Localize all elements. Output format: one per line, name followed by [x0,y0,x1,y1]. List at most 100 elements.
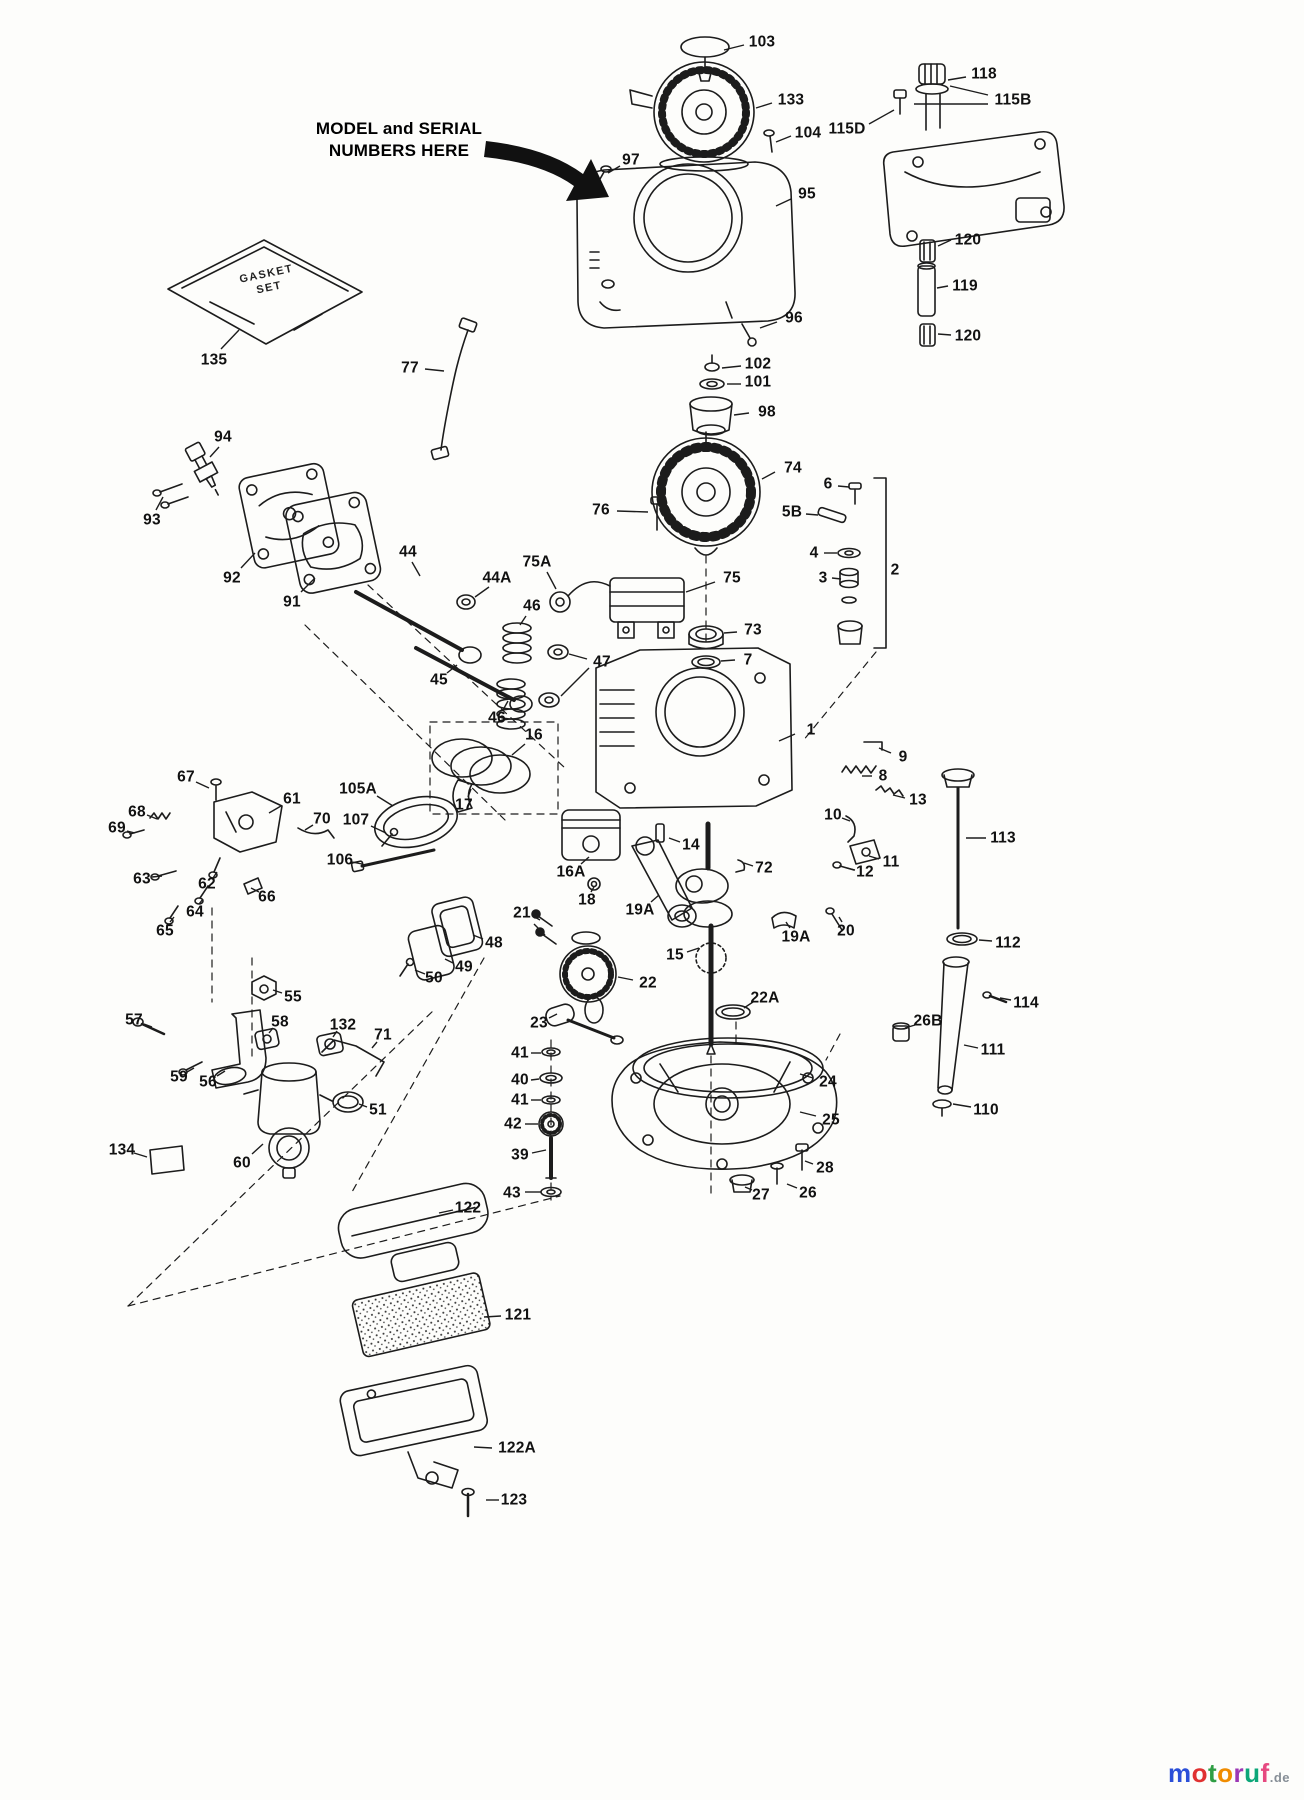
piston-rings [431,738,531,794]
nut-55 [251,975,277,1001]
starter-cup-parts [689,354,733,436]
piston-16A [561,809,621,861]
cylinder-head [238,462,340,569]
part-label-132-81: 132 [329,1016,357,1034]
watermark-suffix: .de [1269,1770,1290,1785]
part-label-123-105: 123 [500,1491,528,1509]
screw-50 [399,957,415,977]
bolt-28 [795,1143,809,1171]
part-label-103-0: 103 [748,33,776,51]
watermark-letters: motoruf [1168,1758,1270,1788]
part-label-133-1: 133 [777,91,805,109]
part-label-68-46: 68 [128,803,146,821]
gasket-48 [431,896,484,958]
valve-cap-44A [456,594,476,610]
part-label-26B-82: 26B [913,1012,943,1030]
part-label-27-100: 27 [752,1186,770,1204]
spring-13 [875,785,904,797]
shaft-39 [545,1136,557,1180]
camshaft-22 [559,931,617,1024]
part-label-114-75: 114 [1013,994,1039,1012]
ring-plate-17 [452,779,473,813]
valve-spring-46-top [502,622,532,664]
model-serial-line1: MODEL and SERIAL [315,119,483,138]
part-label-98-16: 98 [758,403,776,421]
part-label-11-54: 11 [882,853,900,871]
part-label-67-42: 67 [177,768,195,786]
watermark-letter: o [1191,1758,1208,1788]
part-label-41-90: 41 [511,1091,529,1109]
part-label-3-24: 3 [818,569,828,587]
screw-104 [763,129,775,153]
bolt-115D [893,89,907,115]
part-label-10-48: 10 [824,806,842,824]
part-label-75-31: 75 [723,569,741,587]
part-label-120-8: 120 [954,231,982,249]
part-label-102-14: 102 [744,355,772,373]
link-10 [845,815,856,843]
governor-bracket-61 [213,791,283,853]
plate-134 [149,1145,185,1175]
dipstick-113 [941,768,975,930]
part-label-122-102: 122 [454,1199,482,1217]
screw-67 [210,778,222,801]
part-label-56-87: 56 [199,1073,217,1091]
part-label-112-70: 112 [995,934,1021,952]
part-label-22A-78: 22A [750,989,780,1007]
part-label-120-11: 120 [954,327,982,345]
part-label-16A-60: 16A [556,863,586,881]
part-label-25-93: 25 [822,1111,840,1129]
part-label-111-83: 111 [980,1041,1006,1059]
part-label-72-58: 72 [755,859,773,877]
bolt-76 [650,496,664,531]
part-label-70-47: 70 [313,810,331,828]
part-label-115D-5: 115D [828,120,866,138]
part-label-96-10: 96 [785,309,803,327]
part-label-69-49: 69 [108,819,126,837]
air-cleaner-snorkel [390,1241,460,1283]
screw-114 [982,991,1008,1004]
part-label-65-65: 65 [156,922,174,940]
part-label-17-50: 17 [455,796,473,814]
model-serial-annotation: MODEL and SERIAL NUMBERS HERE [310,118,488,162]
part-label-113-51: 113 [990,829,1016,847]
part-label-74-18: 74 [784,459,802,477]
part-label-105A-44: 105A [339,780,377,798]
part-label-60-96: 60 [233,1154,251,1172]
part-label-45-35: 45 [430,671,448,689]
crankshaft [675,821,733,1055]
part-label-73-33: 73 [744,621,762,639]
air-cleaner-cover-122 [337,1182,489,1259]
part-label-41-85: 41 [511,1044,529,1062]
spring-68 [149,812,171,820]
valve-spring-46-bottom [496,678,526,730]
part-label-76-20: 76 [592,501,610,519]
gasket-49 [407,924,455,981]
part-label-110-94: 110 [973,1101,999,1119]
oil-pump-23 [545,1003,624,1045]
air-cleaner-base-122A [339,1364,489,1457]
part-label-64-62: 64 [186,903,204,921]
part-label-93-22: 93 [143,511,161,529]
part-label-47-36: 47 [593,653,611,671]
valve-45 [414,646,533,713]
screw-123 [461,1487,475,1518]
air-filter-121 [351,1272,491,1358]
oil-sump-25 [611,1041,838,1170]
watermark-letter: o [1217,1758,1234,1788]
flywheel-key-5B [817,506,847,524]
ignition-wire-77 [430,317,478,461]
part-label-118-3: 118 [971,65,997,83]
clip-66 [243,877,263,895]
pipe-120-top [919,239,936,263]
screw-69 [122,829,145,839]
part-label-63-55: 63 [133,870,151,888]
watermark-letter: t [1207,1758,1218,1788]
part-label-50-74: 50 [425,969,443,987]
part-label-55-76: 55 [284,988,302,1006]
muffler-cap-118 [915,63,949,131]
bracket-2 [837,477,887,649]
part-label-59-86: 59 [170,1068,188,1086]
